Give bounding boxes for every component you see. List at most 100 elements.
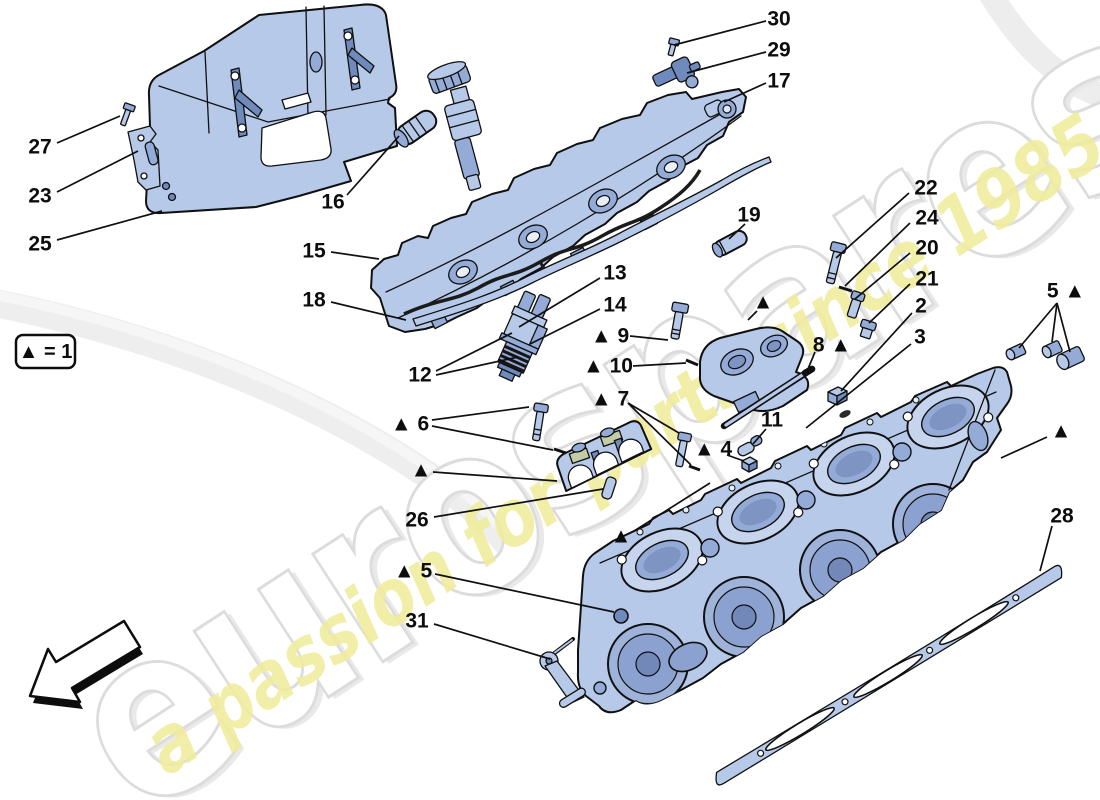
callout-leader xyxy=(330,251,380,260)
callout-label-10: ▲ 10 xyxy=(583,355,633,378)
callout-label-24: 24 xyxy=(915,207,939,230)
callout-leader xyxy=(434,573,615,613)
callout-19: 19 xyxy=(728,204,761,240)
callout-leader xyxy=(435,332,513,372)
callout-17: 17 xyxy=(723,70,791,103)
bushings-5 xyxy=(1005,340,1085,371)
cube-4 xyxy=(741,456,758,473)
watermark-swoosh-top xyxy=(980,0,1100,108)
callout-label-5R: 5 ▲ xyxy=(1047,280,1085,303)
stud-24 xyxy=(838,285,853,293)
callout-label-4: ▲ 4 xyxy=(694,438,733,461)
callout-label-5L: ▲ 5 xyxy=(394,560,433,583)
pin-10 xyxy=(685,358,699,367)
callout-leader xyxy=(835,192,910,259)
callout-label-3: 3 xyxy=(914,326,926,349)
callout-leader xyxy=(840,312,913,392)
callout-label-12: 12 xyxy=(408,364,431,387)
callout-leader xyxy=(330,301,407,321)
head-gasket-28 xyxy=(715,564,1063,786)
callout-leader xyxy=(431,406,530,421)
callout-leader xyxy=(844,222,911,287)
callout-6: ▲ 6 xyxy=(391,406,554,451)
callout-26: 26 xyxy=(405,488,604,532)
callout-12: 12 xyxy=(408,332,519,387)
callout-30: 30 xyxy=(673,8,791,46)
callout-11: 11 xyxy=(752,409,783,445)
screw-30 xyxy=(667,37,681,57)
callout-25: 25 xyxy=(28,210,163,256)
callout-tri-d: ▲ xyxy=(747,291,774,321)
callout-label-23: 23 xyxy=(28,185,51,208)
coil-wells xyxy=(448,154,686,285)
callout-label-13: 13 xyxy=(603,262,626,285)
callout-label-26: 26 xyxy=(405,509,428,532)
cover-gasket-18 xyxy=(412,156,772,327)
callout-leader xyxy=(1018,302,1058,349)
callout-leader xyxy=(807,351,816,370)
callout-leader xyxy=(56,210,163,241)
callout-label-tri-d: ▲ xyxy=(753,291,774,314)
coil-boot-16 xyxy=(393,109,438,148)
pin-6 xyxy=(553,447,567,455)
callout-label-6: ▲ 6 xyxy=(391,413,429,436)
bolt-9 xyxy=(670,301,690,340)
callout-leader xyxy=(728,223,746,240)
screw-27 xyxy=(120,102,136,127)
callout-label-14: 14 xyxy=(603,294,627,317)
pin-26 xyxy=(601,476,617,500)
bolt-6 xyxy=(532,402,549,442)
callout-leader xyxy=(632,362,687,367)
bolt-22 xyxy=(825,241,847,285)
callout-29: 29 xyxy=(686,39,791,74)
cap-19 xyxy=(711,229,748,258)
callout-label-28: 28 xyxy=(1050,505,1074,528)
watermark-swoosh xyxy=(0,289,532,568)
callout-tri-a: ▲ xyxy=(411,459,558,482)
callout-tri-b: ▲ xyxy=(611,482,711,548)
callout-leader xyxy=(752,428,767,445)
callout-5L: ▲ 5 xyxy=(394,560,615,613)
cap-21 xyxy=(859,318,877,340)
callout-leader xyxy=(1056,302,1071,353)
callout-10: ▲ 10 xyxy=(583,355,687,378)
callout-leader xyxy=(56,115,121,144)
callout-label-17: 17 xyxy=(767,70,790,93)
callout-leader xyxy=(433,488,604,518)
legend-label: ▲ = 1 xyxy=(19,341,73,363)
callout-label-18: 18 xyxy=(302,289,326,312)
heat-shield-cover xyxy=(145,3,398,215)
legend: ▲ = 1 xyxy=(14,333,77,370)
pin-7 xyxy=(688,464,701,472)
callout-label-8: 8 ▲ xyxy=(813,334,851,357)
callout-label-tri-c: ▲ xyxy=(1051,420,1072,443)
bracket-23 xyxy=(127,125,161,191)
callout-31: 31 xyxy=(405,610,551,660)
callout-24: 24 xyxy=(844,207,939,287)
callout-leader xyxy=(1000,436,1048,459)
callout-22: 22 xyxy=(835,177,938,259)
callout-leader xyxy=(627,402,692,466)
callout-9: ▲ 9 xyxy=(591,325,669,348)
callout-7: ▲ 7 xyxy=(591,388,692,466)
callout-leader xyxy=(805,343,912,429)
callout-8: 8 ▲ xyxy=(807,334,851,370)
plug-5-hole xyxy=(613,608,629,624)
legend-box xyxy=(14,333,77,370)
callout-label-21: 21 xyxy=(915,268,939,291)
callout-leader xyxy=(346,135,400,196)
callout-27: 27 xyxy=(28,115,121,159)
callout-28: 28 xyxy=(1039,505,1074,572)
callout-label-20: 20 xyxy=(915,237,938,260)
callout-tri-c: ▲ xyxy=(1000,420,1072,459)
callout-leader xyxy=(56,150,139,193)
callout-leader xyxy=(854,252,911,300)
bolt-7 xyxy=(675,431,693,468)
callout-label-tri-a: ▲ xyxy=(411,459,432,482)
harness-pipe xyxy=(403,169,702,316)
callout-leader xyxy=(432,471,558,482)
callout-18: 18 xyxy=(302,289,407,321)
callout-label-29: 29 xyxy=(767,39,790,62)
callout-leader xyxy=(518,277,601,328)
